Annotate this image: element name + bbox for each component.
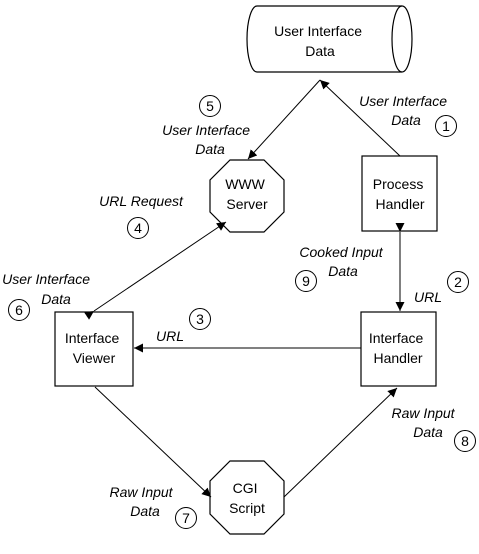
edge-5-number: 5 — [199, 95, 221, 117]
cgi-script-label: CGI Script — [229, 480, 265, 516]
edge-5-arrow — [247, 79, 321, 160]
edge-4-number: 4 — [127, 217, 149, 239]
interface-viewer-label: Interface Viewer — [65, 330, 123, 366]
process-handler-label: Process Handler — [373, 176, 427, 212]
edge-2-number: 2 — [447, 271, 469, 293]
svg-text:1: 1 — [442, 118, 450, 134]
svg-text:8: 8 — [461, 433, 469, 449]
edge-1-number: 1 — [435, 115, 457, 137]
interface-handler-label: Interface Handler — [369, 330, 427, 366]
edge-2-label: URL — [414, 289, 442, 305]
edge-1-arrow — [319, 79, 401, 157]
node-user-interface-data: User Interface Data — [246, 5, 413, 73]
edge-9-label: Cooked Input Data — [299, 244, 386, 279]
node-interface-viewer: Interface Viewer — [54, 311, 134, 387]
www-server-label: WWW Server — [225, 176, 269, 212]
svg-text:7: 7 — [182, 510, 190, 526]
user-interface-data-label: User Interface Data — [274, 23, 366, 59]
svg-text:5: 5 — [206, 98, 214, 114]
edge-4-6-arrow — [84, 221, 227, 320]
edge-5-label: User Interface Data — [162, 122, 254, 157]
svg-text:6: 6 — [15, 302, 23, 318]
svg-text:9: 9 — [302, 273, 310, 289]
node-interface-handler: Interface Handler — [360, 311, 437, 387]
svg-text:2: 2 — [454, 274, 462, 290]
edge-7-number: 7 — [175, 507, 197, 529]
svg-text:4: 4 — [134, 220, 142, 236]
edge-6-label: User Interface Data — [2, 271, 94, 307]
svg-text:3: 3 — [196, 311, 204, 327]
edge-3-number: 3 — [189, 308, 211, 330]
edge-1-label: User Interface Data — [359, 93, 451, 128]
edge-7-label: Raw Input Data — [110, 484, 177, 519]
node-www-server: WWW Server — [209, 159, 285, 233]
node-cgi-script: CGI Script — [209, 460, 285, 535]
edge-7-arrow — [94, 386, 212, 498]
edge-8-label: Raw Input Data — [392, 405, 459, 440]
edge-9-number: 9 — [295, 270, 317, 292]
edge-3-label: URL — [156, 328, 184, 344]
edge-8-number: 8 — [454, 430, 476, 452]
edge-4-label: URL Request — [99, 193, 184, 209]
node-process-handler: Process Handler — [361, 155, 438, 232]
edge-8-arrow — [283, 387, 398, 498]
edge-6-number: 6 — [8, 299, 30, 321]
